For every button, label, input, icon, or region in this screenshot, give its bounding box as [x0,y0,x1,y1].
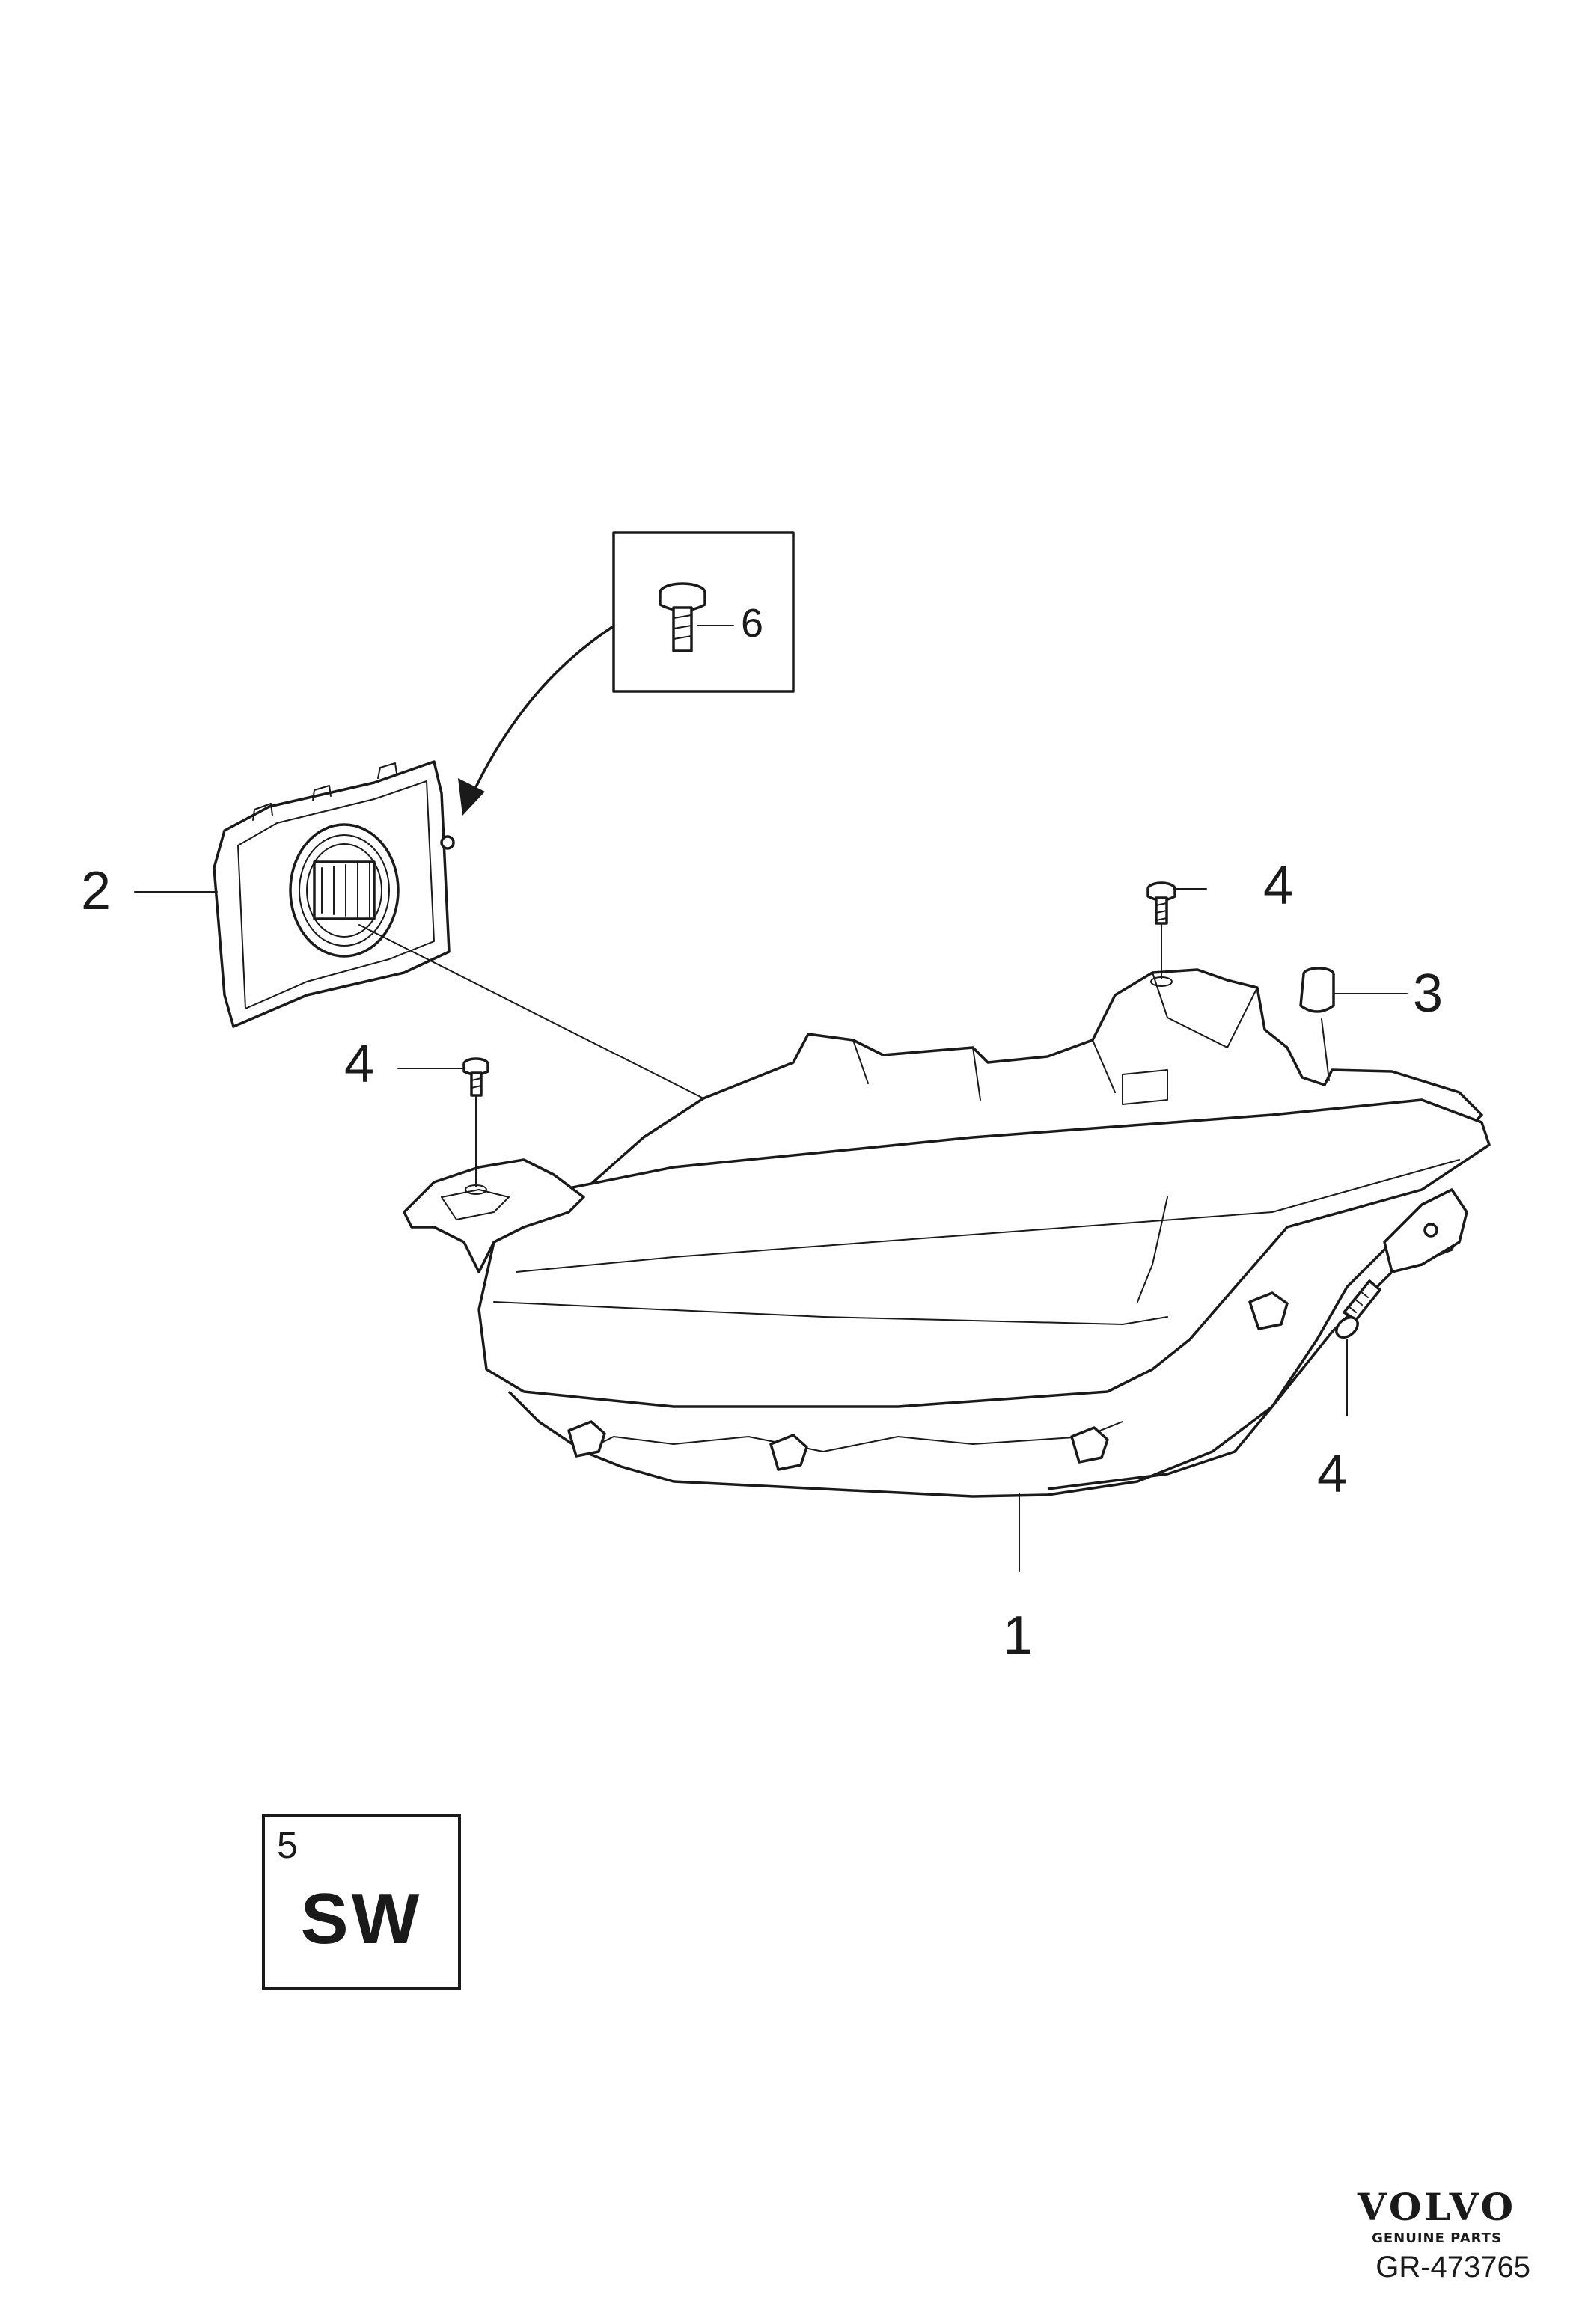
callout-screw-top-right: 4 [1263,856,1294,916]
callout-control-module: 2 [81,861,112,921]
screw-4-top-right-drawing [1146,881,1207,987]
brand-subtitle: GENUINE PARTS [1372,2230,1502,2246]
callout-screw-left: 4 [344,1034,375,1094]
software-box-text: SW [300,1879,423,1959]
headlamp-drawing [403,968,1491,1498]
brand-name: VOLVO [1357,2185,1517,2229]
screw-6-drawing [659,582,734,652]
control-module-drawing [213,760,455,1028]
software-box-number: 5 [277,1824,298,1866]
assembly-arrow [458,626,614,816]
screw-4-left-drawing [397,1057,489,1195]
brand-logo: VOLVO GENUINE PARTS [1343,2189,1530,2245]
screw-4-lower-right-drawing [1335,1279,1381,1416]
software-box: 5 SW [262,1814,461,1990]
module-leader-line [358,924,704,1099]
inset-box-screw [612,531,795,693]
callout-screw-lower-right: 4 [1317,1444,1348,1504]
callout-screw-inset: 6 [741,601,764,646]
cap-3-drawing [1299,967,1408,1081]
callout-cap: 3 [1413,964,1444,1024]
callout-headlamp: 1 [1003,1606,1033,1666]
reference-number: GR-473765 [1375,2251,1530,2284]
